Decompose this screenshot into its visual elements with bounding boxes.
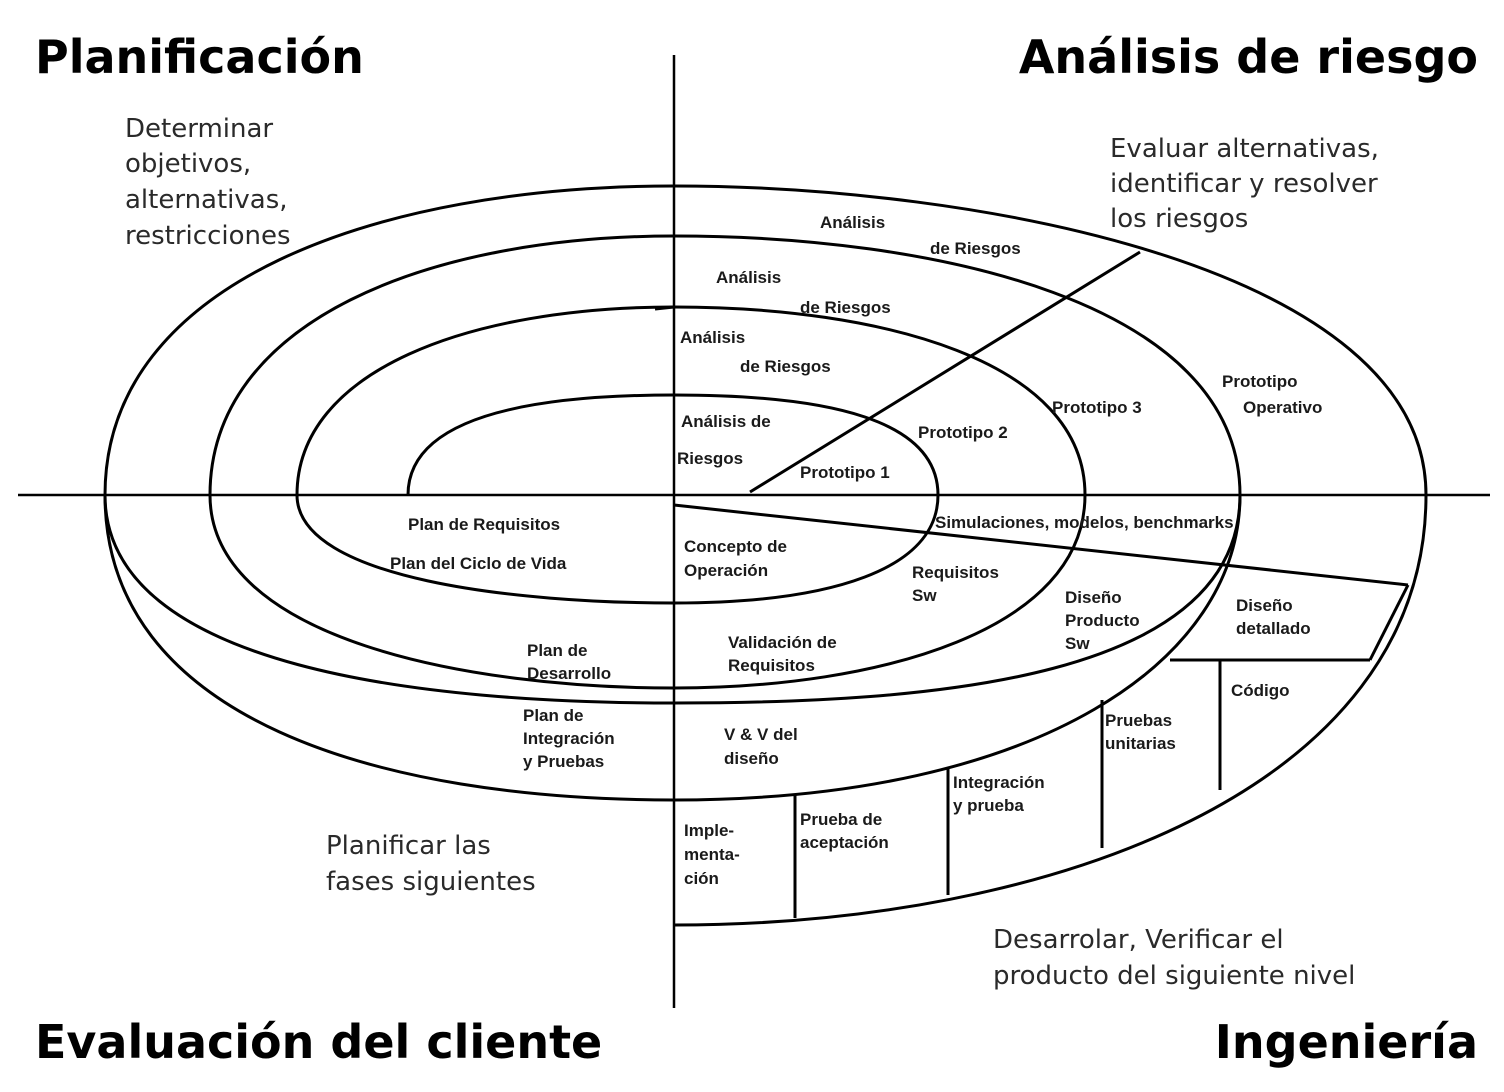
prototype-operative-b: Operativo: [1243, 398, 1322, 417]
detail-box-right: [1368, 584, 1410, 661]
simulations-label: Simulaciones, modelos, benchmarks: [935, 513, 1234, 532]
svg-text:Determinar: Determinar: [125, 114, 273, 144]
svg-text:Evaluar alternativas,: Evaluar alternativas,: [1110, 134, 1379, 164]
requirements-plan-label: Plan de Requisitos: [408, 515, 560, 534]
planning-description: Determinar objetivos, alternativas, rest…: [125, 114, 291, 251]
risk-analysis-ring4-a: Análisis: [820, 213, 885, 232]
risk-analysis-ring4-b: de Riesgos: [930, 239, 1021, 258]
quadrant-title-planning: Planificación: [35, 30, 364, 84]
svg-text:fases siguientes: fases siguientes: [326, 867, 536, 897]
next-phases-description: Planificar las fases siguientes: [326, 831, 536, 897]
svg-text:alternativas,: alternativas,: [125, 185, 288, 215]
develop-description: Desarrolar, Verificar el producto del si…: [993, 925, 1355, 991]
integration-plan-c: y Pruebas: [523, 752, 604, 771]
development-plan-a: Plan de: [527, 641, 587, 660]
product-design-c: Sw: [1065, 634, 1090, 653]
svg-text:producto del siguiente nivel: producto del siguiente nivel: [993, 961, 1355, 991]
implementation-b: menta-: [684, 845, 740, 864]
spiral-ring-1-top: [406, 393, 940, 496]
operation-concept-b: Operación: [684, 561, 768, 580]
svg-text:objetivos,: objetivos,: [125, 149, 251, 179]
detailed-design-a: Diseño: [1236, 596, 1293, 615]
svg-text:Desarrolar, Verificar el: Desarrolar, Verificar el: [993, 925, 1284, 955]
risk-analysis-ring2-a: Análisis: [680, 328, 745, 347]
svg-text:identificar y resolver: identificar y resolver: [1110, 169, 1378, 199]
product-design-a: Diseño: [1065, 588, 1122, 607]
svg-text:restricciones: restricciones: [125, 221, 291, 251]
development-plan-b: Desarrollo: [527, 664, 611, 683]
svg-text:Planificar las: Planificar las: [326, 831, 491, 861]
quadrant-title-client: Evaluación del cliente: [35, 1015, 602, 1069]
spiral-ring-1-bottom: [295, 494, 940, 605]
implementation-c: ción: [684, 869, 719, 888]
design-vv-a: V & V del: [724, 725, 798, 744]
spiral-ring-4-top: [103, 184, 1428, 496]
risk-analysis-ring2-b: de Riesgos: [740, 357, 831, 376]
quadrant-title-engineering: Ingeniería: [1215, 1015, 1478, 1069]
quadrant-title-risk: Análisis de riesgo: [1019, 30, 1478, 84]
design-vv-b: diseño: [724, 749, 779, 768]
simulation-line: [673, 503, 1409, 587]
prototype-3-label: Prototipo 3: [1052, 398, 1142, 417]
sw-requirements-b: Sw: [912, 586, 937, 605]
requirements-validation-b: Requisitos: [728, 656, 815, 675]
acceptance-test-a: Prueba de: [800, 810, 882, 829]
integration-test-b: y prueba: [953, 796, 1024, 815]
code-label: Código: [1231, 681, 1290, 700]
prototype-2-label: Prototipo 2: [918, 423, 1008, 442]
spiral-ring-3-bottom: [103, 494, 1242, 705]
integration-plan-a: Plan de: [523, 706, 583, 725]
spiral-tick: [654, 305, 675, 311]
product-design-b: Producto: [1065, 611, 1140, 630]
unit-tests-a: Pruebas: [1105, 711, 1172, 730]
spiral-ring-2-bottom: [208, 494, 1087, 690]
spiral-ring-2-top: [295, 305, 1087, 496]
detailed-design-b: detallado: [1236, 619, 1311, 638]
life-cycle-plan-label: Plan del Ciclo de Vida: [390, 554, 567, 573]
spiral-ring-4-bottom: [673, 494, 1428, 927]
risk-analysis-ring3-a: Análisis: [716, 268, 781, 287]
integration-test-a: Integración: [953, 773, 1045, 792]
risk-description: Evaluar alternativas, identificar y reso…: [1110, 134, 1379, 234]
svg-text:los riesgos: los riesgos: [1110, 204, 1248, 234]
spiral-ring-3-top: [208, 234, 1242, 496]
sw-requirements-a: Requisitos: [912, 563, 999, 582]
spiral-tail: [103, 494, 1242, 802]
prototype-1-label: Prototipo 1: [800, 463, 890, 482]
operation-concept-a: Concepto de: [684, 537, 787, 556]
risk-analysis-ring1-a: Análisis de: [681, 412, 771, 431]
implementation-a: Imple-: [684, 821, 734, 840]
requirements-validation-a: Validación de: [728, 633, 837, 652]
risk-analysis-ring3-b: de Riesgos: [800, 298, 891, 317]
prototype-operative-a: Prototipo: [1222, 372, 1298, 391]
acceptance-test-b: aceptación: [800, 833, 889, 852]
prototype-diagonal: [749, 250, 1141, 494]
unit-tests-b: unitarias: [1105, 734, 1176, 753]
integration-plan-b: Integración: [523, 729, 615, 748]
risk-analysis-ring1-b: Riesgos: [677, 449, 743, 468]
